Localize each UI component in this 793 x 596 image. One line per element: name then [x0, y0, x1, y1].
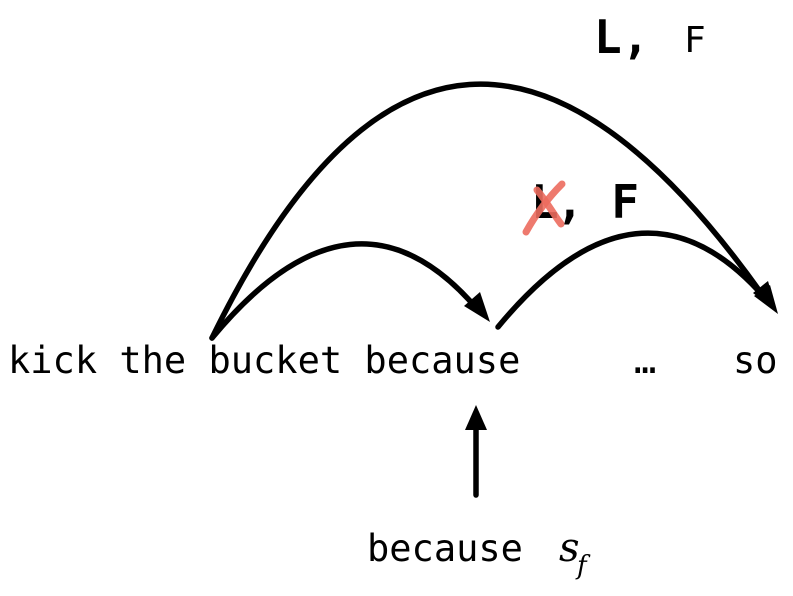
bottom-label-subscript: f	[575, 551, 591, 581]
inner-arc-right-arrowhead	[753, 281, 777, 312]
outer-arc-label-second: F	[684, 20, 706, 61]
outer-arc	[209, 81, 769, 341]
sequence-end-word: so	[733, 339, 778, 382]
inner-arc-left	[209, 241, 481, 341]
bottom-label-symbol: s	[559, 525, 580, 571]
cross-mark-stroke-2	[522, 180, 566, 236]
up-arrow-head	[465, 405, 487, 430]
cross-mark-stroke-1	[533, 186, 565, 228]
bottom-label-word: because	[367, 527, 523, 570]
sequence-ellipsis: …	[634, 339, 656, 382]
inner-arc-left-arrowhead	[464, 292, 490, 322]
sequence-text: kick the bucket because	[8, 339, 520, 382]
inner-arc-label-rest: , F	[556, 175, 639, 229]
cross-mark-icon	[522, 180, 566, 236]
inner-arc-right	[495, 230, 768, 330]
outer-arc-label-first: L,	[594, 10, 649, 64]
